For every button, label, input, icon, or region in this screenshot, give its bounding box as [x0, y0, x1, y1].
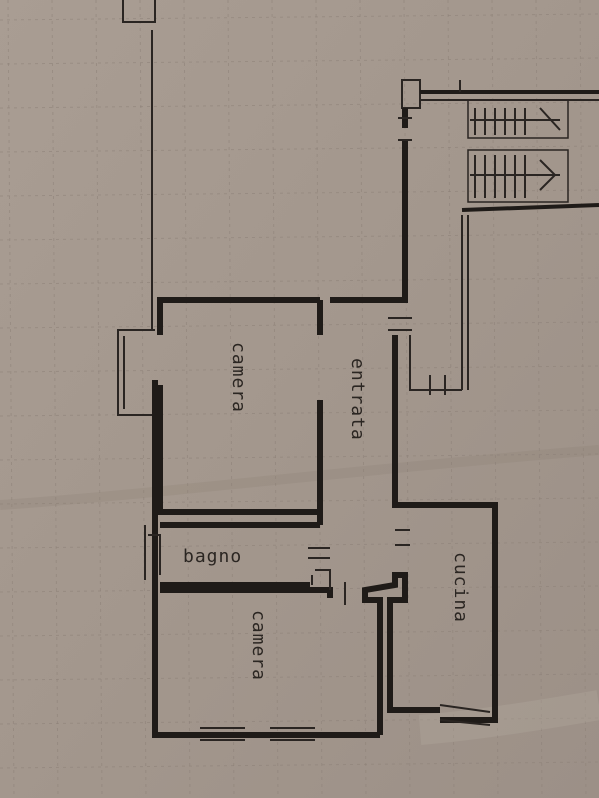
grid-line-vertical [535, 0, 543, 798]
grid-line-vertical [227, 0, 235, 798]
grid-line-vertical [7, 0, 15, 798]
grid-line-horizontal [0, 277, 599, 285]
grid-line-horizontal [0, 409, 599, 417]
grid-line-vertical [271, 0, 279, 798]
grid-line-horizontal [0, 57, 599, 65]
grid-line-vertical [447, 0, 455, 798]
grid-line-vertical [579, 0, 587, 798]
grid-line-horizontal [0, 717, 599, 725]
grid-line-vertical [95, 0, 103, 798]
grid-line-horizontal [0, 761, 599, 769]
wall-fragment-top [122, 0, 156, 23]
grid-line-horizontal [0, 145, 599, 153]
staircase [401, 79, 599, 390]
grid-line-vertical [359, 0, 367, 798]
grid-line-vertical [315, 0, 323, 798]
grid-line-horizontal [0, 365, 599, 373]
grid-line-vertical [403, 0, 411, 798]
grid-line-horizontal [0, 629, 599, 637]
grid-line-horizontal [0, 233, 599, 241]
grid-line-horizontal [0, 497, 599, 505]
grid-line-horizontal [0, 541, 599, 549]
grid-line-vertical [139, 0, 147, 798]
room-label-cucina: cucina [450, 552, 471, 623]
room-label-camera-top: camera [228, 342, 249, 413]
grid-line-horizontal [0, 101, 599, 109]
grid-line-horizontal [0, 673, 599, 681]
room-label-entrata: entrata [347, 358, 368, 441]
paper-crease-right [418, 690, 599, 745]
grid-line-horizontal [0, 585, 599, 593]
grid-line-vertical [183, 0, 191, 798]
corridor-walls [388, 108, 498, 723]
room-label-bagno: bagno [183, 546, 242, 567]
grid-line-horizontal [0, 453, 599, 461]
grid-line-horizontal [0, 13, 599, 21]
grid-line-vertical [51, 0, 59, 798]
grid-line-horizontal [0, 189, 599, 197]
room-label-camera-bottom: camera [248, 610, 269, 681]
grid-line-horizontal [0, 321, 599, 329]
paper-crease [0, 445, 599, 510]
apartment-walls [117, 297, 491, 741]
